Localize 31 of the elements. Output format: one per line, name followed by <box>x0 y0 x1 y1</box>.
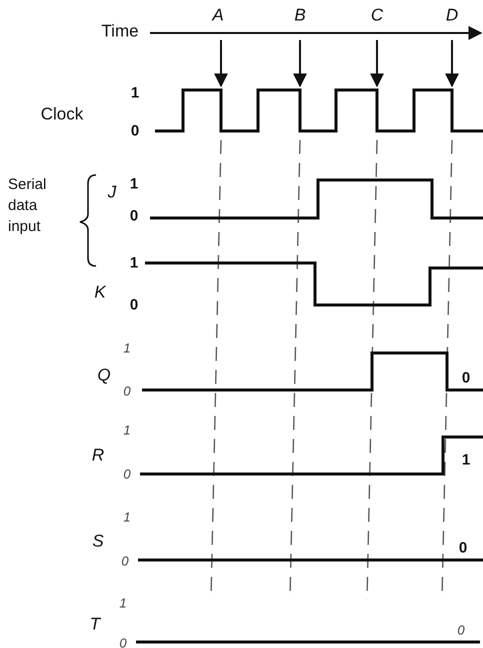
signal-name: T <box>90 616 100 632</box>
signal-name: Q <box>97 366 111 384</box>
level-value: 1 <box>123 424 131 436</box>
level-value: 1 <box>130 176 138 192</box>
group-label: Serial data input <box>8 175 48 237</box>
time-marker-label: A <box>212 6 224 24</box>
level-value: 0 <box>457 624 465 636</box>
level-value: 0 <box>458 540 468 556</box>
signal-name: J <box>108 184 116 200</box>
level-value: 0 <box>123 468 131 480</box>
level-value: 1 <box>130 256 138 270</box>
level-value: 1 <box>123 510 131 524</box>
level-value: 0 <box>130 208 138 224</box>
level-value: 0 <box>121 554 129 568</box>
level-value: 0 <box>130 124 140 138</box>
level-value: 1 <box>119 596 127 610</box>
level-value: 1 <box>123 342 131 354</box>
level-value: 0 <box>130 298 138 312</box>
time-marker-label: B <box>294 6 306 24</box>
time-marker-label: D <box>446 6 458 24</box>
signal-name: K <box>94 284 106 300</box>
signal-name: R <box>92 446 104 464</box>
signal-name: Clock <box>40 106 84 122</box>
level-value: 1 <box>130 86 140 100</box>
axis-label: Time <box>101 22 139 40</box>
level-value: 0 <box>462 370 470 386</box>
level-value: 0 <box>123 384 131 398</box>
signal-name: S <box>92 532 104 550</box>
level-value: 0 <box>119 636 127 648</box>
time-marker-label: C <box>370 6 384 24</box>
level-value: 1 <box>462 452 470 468</box>
